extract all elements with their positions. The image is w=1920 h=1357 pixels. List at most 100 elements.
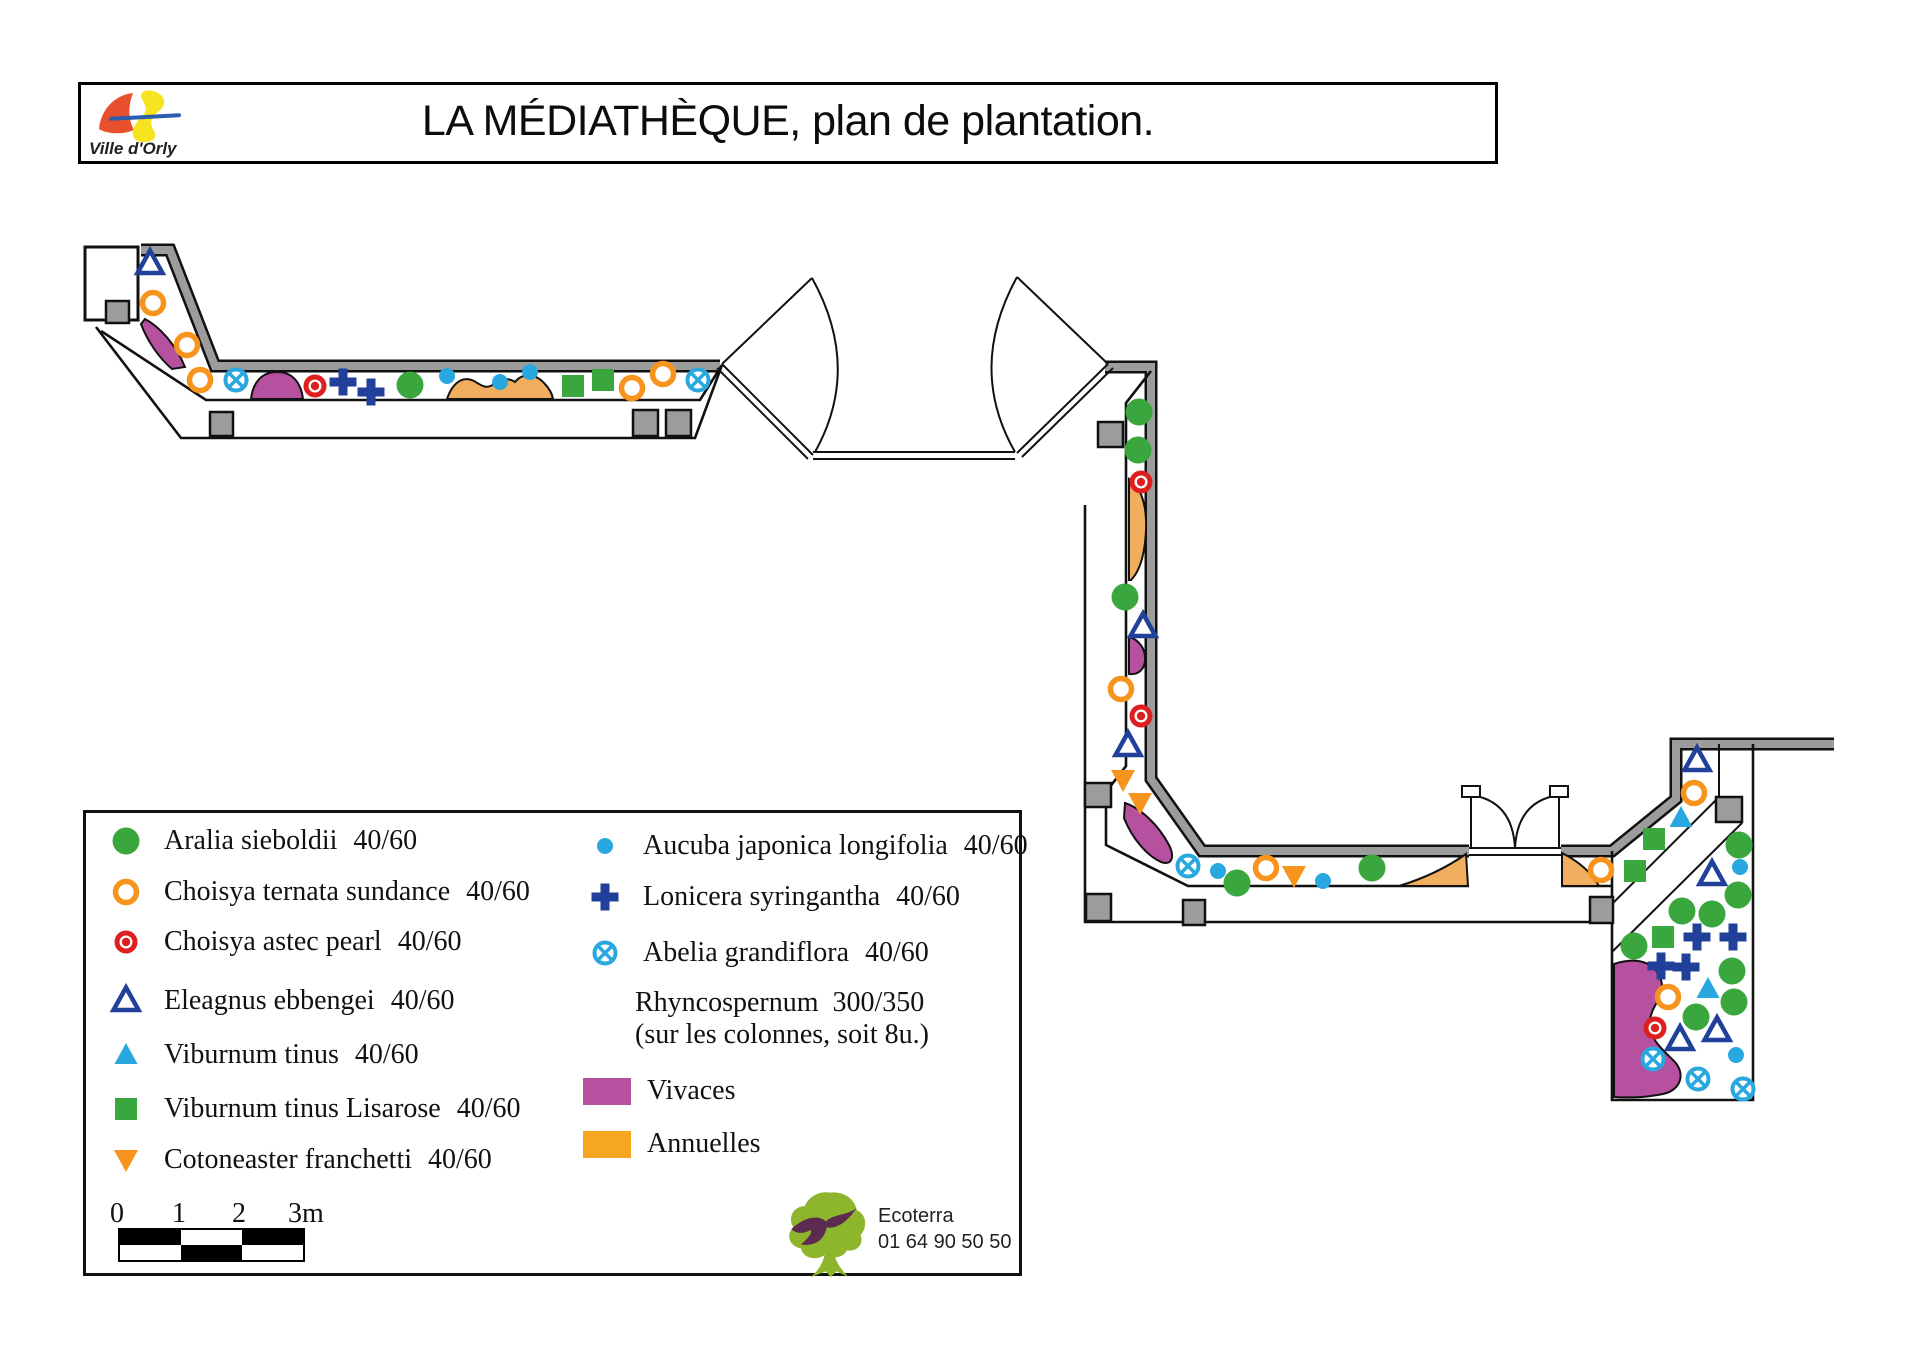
vivaces-patch bbox=[139, 317, 187, 371]
column bbox=[631, 408, 660, 438]
plant-symbol-eleagnus bbox=[109, 982, 143, 1013]
legend-item-annuelles: Annuelles bbox=[583, 1124, 761, 1164]
door-swing-arc bbox=[811, 277, 839, 453]
annuelles-patch bbox=[1398, 852, 1470, 887]
plant-symbol-aucuba bbox=[522, 364, 538, 380]
plant-symbol-viburnum bbox=[1669, 806, 1693, 827]
plant-symbol-abelia bbox=[592, 940, 618, 966]
vivaces-swatch bbox=[583, 1077, 631, 1105]
legend-symbol-eleagnus-icon bbox=[104, 981, 148, 1021]
credit-phone: 01 64 90 50 50 bbox=[878, 1231, 1012, 1253]
plant-symbol-cotoneaster bbox=[114, 1150, 138, 1172]
scale-bar bbox=[118, 1228, 305, 1262]
legend-size: 40/60 bbox=[397, 926, 462, 957]
plant-symbol-lonicera bbox=[1672, 953, 1700, 981]
column bbox=[104, 299, 131, 325]
plant-symbol-sundance bbox=[1252, 854, 1280, 882]
door-swing-arc bbox=[990, 276, 1018, 453]
legend-label: Vivaces bbox=[647, 1075, 736, 1106]
plant-symbol-lisarose bbox=[1652, 926, 1674, 948]
legend-size: 40/60 bbox=[390, 985, 455, 1016]
credit-company: Ecoterra bbox=[878, 1205, 954, 1227]
plant-symbol-aralia bbox=[1668, 897, 1696, 925]
plant-symbol-abelia bbox=[1730, 1076, 1756, 1102]
plant-symbol-cotoneaster bbox=[1282, 866, 1306, 888]
scale-label-2: 2 bbox=[232, 1198, 246, 1229]
plant-symbol-aralia bbox=[1698, 900, 1726, 928]
annuelles-patch bbox=[1128, 477, 1148, 581]
plant-symbol-abelia bbox=[223, 367, 249, 393]
plant-symbol-abelia bbox=[1685, 1066, 1711, 1092]
plant-symbol-aralia bbox=[1720, 988, 1748, 1016]
plant-symbol-astec bbox=[114, 930, 138, 954]
plant-symbol-lonicera bbox=[591, 883, 619, 911]
vivaces-patch bbox=[1128, 635, 1147, 676]
legend-symbol-aralia-icon bbox=[104, 821, 148, 861]
legend-symbol-lonicera-icon bbox=[583, 877, 627, 917]
plant-symbol-sundance bbox=[1654, 983, 1682, 1011]
legend-size: 40/60 bbox=[963, 830, 1028, 861]
legend-size: 40/60 bbox=[428, 1144, 492, 1175]
legend-symbol-abelia-icon bbox=[583, 933, 627, 973]
plant-symbol-lonicera bbox=[329, 368, 357, 396]
legend-size: 40/60 bbox=[354, 1039, 419, 1070]
plant-symbol-eleagnus bbox=[1111, 727, 1145, 758]
legend-size: 300/350 bbox=[832, 987, 925, 1018]
vivaces-patch bbox=[249, 370, 305, 400]
legend-label: Viburnum tinus Lisarose bbox=[164, 1093, 441, 1124]
plant-symbol-aralia bbox=[1223, 869, 1251, 897]
plant-symbol-aralia bbox=[1111, 583, 1139, 611]
ville-orly-logo-icon bbox=[99, 90, 181, 143]
vivaces-patch bbox=[1122, 801, 1174, 864]
plant-symbol-astec bbox=[1643, 1016, 1667, 1040]
plant-symbol-sundance bbox=[112, 878, 140, 906]
plant-symbol-astec bbox=[303, 374, 327, 398]
plant-symbol-eleagnus bbox=[1700, 1012, 1734, 1043]
column bbox=[1714, 795, 1744, 824]
legend-note: (sur les colonnes, soit 8u.) bbox=[635, 1019, 929, 1050]
scale-label-1: 1 bbox=[172, 1198, 186, 1229]
plant-symbol-abelia bbox=[685, 367, 711, 393]
plant-symbol-sundance bbox=[173, 331, 201, 359]
plant-symbol-sundance bbox=[649, 360, 677, 388]
column bbox=[208, 410, 235, 438]
column bbox=[1181, 898, 1207, 927]
legend-symbol-viburnum-icon bbox=[104, 1035, 148, 1075]
plant-symbol-aralia bbox=[1682, 1003, 1710, 1031]
column bbox=[1588, 895, 1615, 925]
legend-label: Choisya ternata sundance bbox=[164, 876, 451, 907]
plant-symbol-aralia bbox=[396, 371, 424, 399]
legend-symbol-aucuba-icon bbox=[583, 826, 627, 866]
legend-size: 40/60 bbox=[896, 881, 960, 912]
plant-symbol-aralia bbox=[1718, 957, 1746, 985]
annuelles-swatch bbox=[583, 1130, 631, 1158]
plant-symbol-eleagnus bbox=[1680, 742, 1714, 773]
plant-symbol-aralia bbox=[1125, 398, 1153, 426]
plant-symbol-lonicera bbox=[357, 378, 385, 406]
legend-item-rhyncospernum: Rhyncospernum 300/350 (sur les colonnes,… bbox=[635, 987, 929, 1051]
plant-symbol-lisarose bbox=[1624, 860, 1646, 882]
structural-columns bbox=[104, 299, 1744, 927]
plant-symbol-lonicera bbox=[1719, 923, 1747, 951]
double-door-arcs bbox=[1470, 794, 1560, 850]
legend-label: Rhyncospernum bbox=[635, 987, 819, 1018]
plant-symbol-eleagnus bbox=[1663, 1021, 1697, 1052]
plant-symbol-astec bbox=[1129, 470, 1153, 494]
column bbox=[1084, 892, 1113, 923]
plant-symbol-sundance bbox=[186, 366, 214, 394]
plant-symbol-sundance bbox=[1587, 856, 1615, 884]
plant-symbol-aucuba bbox=[439, 368, 455, 384]
legend-symbol-cotoneaster-icon bbox=[104, 1140, 148, 1180]
legend-label: Choisya astec pearl bbox=[164, 926, 382, 957]
column bbox=[1096, 420, 1125, 449]
plant-symbol-aralia bbox=[1358, 854, 1386, 882]
plant-symbol-viburnum bbox=[1696, 977, 1720, 998]
